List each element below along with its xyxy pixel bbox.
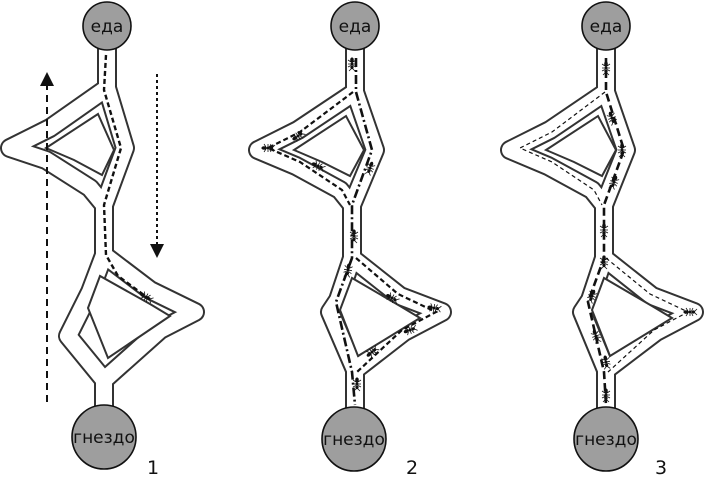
island-2a: [291, 114, 366, 178]
nest-node: [573, 406, 639, 472]
food-node: [581, 1, 631, 51]
food-label: еда: [91, 17, 124, 37]
island-1b: [86, 274, 172, 360]
nest-label: гнездо: [73, 428, 135, 448]
food-label: еда: [590, 17, 623, 37]
arrow-up-head: [40, 72, 54, 86]
road-network-1: [0, 30, 205, 430]
panel-number-2: 2: [406, 457, 418, 479]
food-node: [330, 1, 380, 51]
nest-node: [321, 406, 387, 472]
nest-node: [71, 404, 137, 470]
food-node: [82, 1, 132, 51]
island-3a: [543, 114, 618, 178]
island-2b: [338, 276, 422, 358]
arrow-down-head: [150, 244, 164, 258]
ant-trail-2a: [334, 58, 374, 406]
ant-trail-1: [102, 54, 149, 299]
panel-1: еда гнездо 1: [0, 1, 205, 479]
panel-number-1: 1: [147, 457, 159, 479]
panel-number-3: 3: [655, 457, 667, 479]
nest-label: гнездо: [323, 430, 385, 450]
island-3b: [590, 276, 674, 358]
ant-trail-3b: [518, 91, 606, 206]
food-label: еда: [339, 17, 372, 37]
panel-3: еда гнездо 3: [500, 1, 704, 479]
island-1a: [43, 112, 116, 177]
nest-label: гнездо: [575, 430, 637, 450]
panel-2: еда гнездо 2: [248, 1, 452, 479]
road-network-3: [500, 30, 704, 420]
ant-trail-3a: [586, 58, 626, 406]
